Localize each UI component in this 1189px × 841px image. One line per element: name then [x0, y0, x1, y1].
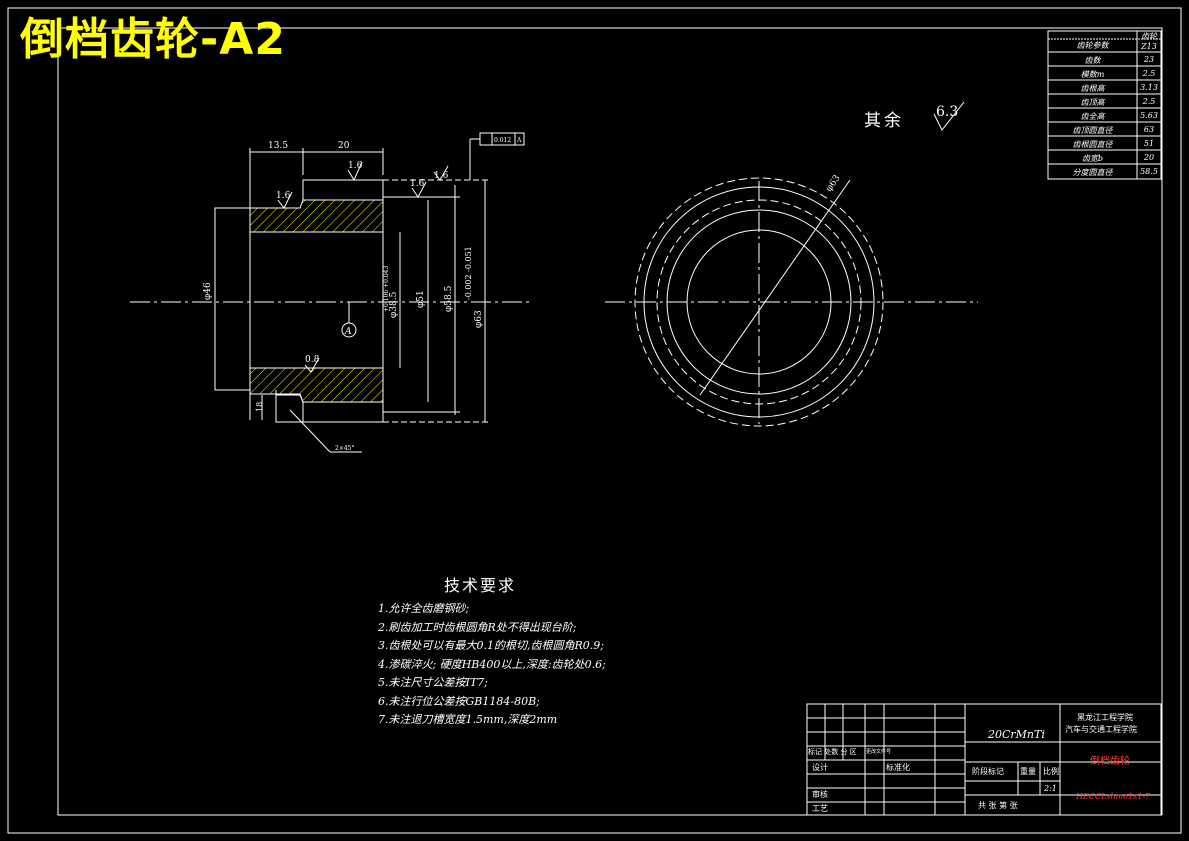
- rough-5: 0.8: [305, 355, 320, 365]
- dim-20: 20: [338, 141, 350, 151]
- tech-note: 2.刷齿加工时齿根圆角R处不得出现台阶;: [378, 621, 577, 634]
- school-line-2: 汽车与交通工程学院: [1065, 725, 1137, 734]
- params-row-name: 模数m: [1080, 70, 1105, 79]
- design-label: 设计: [812, 763, 828, 772]
- roughness-symbol-icon: [933, 101, 965, 131]
- params-row-value: 2.5: [1142, 69, 1156, 78]
- params-row-value: 51: [1143, 139, 1155, 148]
- params-row-name: 齿全高: [1080, 112, 1105, 121]
- rough-2: 1.6: [276, 191, 291, 201]
- params-table-grid: [1047, 30, 1162, 180]
- title-block-grid: [806, 703, 1162, 816]
- params-row-name: 齿根圆直径: [1072, 140, 1113, 149]
- change-doc-label: 更改文件号: [866, 749, 892, 755]
- drawing-number: HECCLshmo1s1-7: [1076, 792, 1151, 801]
- params-row-name: 分度圆直径: [1072, 168, 1113, 177]
- school-line-1: 黑龙江工程学院: [1077, 713, 1133, 722]
- surface-finish-label: 其余: [864, 111, 904, 131]
- dim-chamfer: 2×45°: [335, 445, 354, 452]
- drawing-title: 倒档齿轮-A2: [20, 14, 286, 65]
- standardize-label: 标准化: [886, 763, 910, 772]
- process-label: 工艺: [812, 804, 828, 813]
- end-view: [605, 177, 978, 427]
- runout-value: 0.012: [494, 137, 511, 144]
- hatch-lower: [249, 367, 384, 403]
- params-header-label: 齿轮参数: [1076, 41, 1109, 50]
- tech-note: 1.允许全齿磨钢砂;: [378, 602, 470, 615]
- runout-datum: A: [516, 137, 522, 144]
- dim-13-5: 13.5: [268, 141, 288, 151]
- ratio-label: 比例: [1043, 767, 1059, 776]
- dim-phi46: φ46: [203, 282, 213, 300]
- revision-label: 标记 处数 分 区: [808, 748, 857, 756]
- dim-18: 18: [255, 402, 264, 412]
- params-row-value: 20: [1143, 153, 1155, 162]
- params-row-value: 63: [1143, 125, 1155, 134]
- params-row-value: 5.63: [1140, 111, 1158, 120]
- rough-3: 1.6: [410, 179, 425, 189]
- params-row-name: 齿顶高: [1080, 98, 1105, 107]
- hatch-upper: [249, 199, 384, 233]
- rough-4: 1.6: [434, 171, 449, 181]
- review-label: 审核: [812, 790, 828, 799]
- params-row-name: 齿数: [1084, 56, 1101, 65]
- dim-phi51: φ51: [416, 290, 426, 308]
- material-label: 20CrMnTi: [988, 728, 1045, 741]
- dim-phi63-tol: -0.002 -0.051: [464, 246, 473, 300]
- tech-note: 6.未注行位公差按GB1184-80B;: [378, 695, 540, 708]
- section-dim-texts: 13.5 20 φ46 φ38.5 +0.106 +0.043 φ51 φ58.…: [203, 137, 522, 452]
- params-header-gear: 齿轮: [1141, 32, 1157, 41]
- params-row-name: 齿顶圆直径: [1072, 126, 1113, 135]
- weight-label: 重量: [1020, 767, 1036, 776]
- scale-value: 2:1: [1044, 784, 1057, 793]
- end-view-dim: φ63: [824, 173, 843, 194]
- params-header-z: Z13: [1141, 42, 1157, 51]
- params-row-name: 齿根高: [1080, 84, 1105, 93]
- params-row-value: 23: [1143, 55, 1155, 64]
- dim-phi38-5-tol: +0.106 +0.043: [383, 266, 390, 312]
- rough-1: 1.6: [348, 161, 363, 171]
- params-row-name: 齿宽b: [1081, 154, 1104, 163]
- inner-frame: [57, 27, 1163, 816]
- tech-notes-title: 技术要求: [444, 576, 517, 595]
- dim-phi58-5: φ58.5: [444, 285, 454, 312]
- sheets-label: 共 张 第 张: [978, 801, 1018, 810]
- part-name: 倒档齿轮: [1090, 756, 1130, 767]
- tech-note: 5.未注尺寸公差按IT7;: [378, 676, 488, 689]
- tech-note: 3.齿根处可以有最大0.1的根切,齿根圆角R0.9;: [378, 639, 604, 652]
- tech-note: 4.渗碳淬火; 硬度HB400以上,深度:齿轮处0.6;: [378, 658, 606, 671]
- dim-phi63: φ63: [474, 310, 484, 328]
- stage-label: 阶段标记: [972, 767, 1004, 776]
- outer-frame: [7, 7, 1182, 834]
- params-row-value: 58.5: [1140, 167, 1158, 176]
- datum-label: A: [344, 327, 352, 337]
- params-row-value: 3.13: [1140, 83, 1158, 92]
- tech-note: 7.未注退刀槽宽度1.5mm,深度2mm: [378, 713, 558, 726]
- dim-phi38-5: φ38.5: [389, 291, 399, 318]
- section-view: [130, 132, 530, 453]
- params-row-value: 2.5: [1142, 97, 1156, 106]
